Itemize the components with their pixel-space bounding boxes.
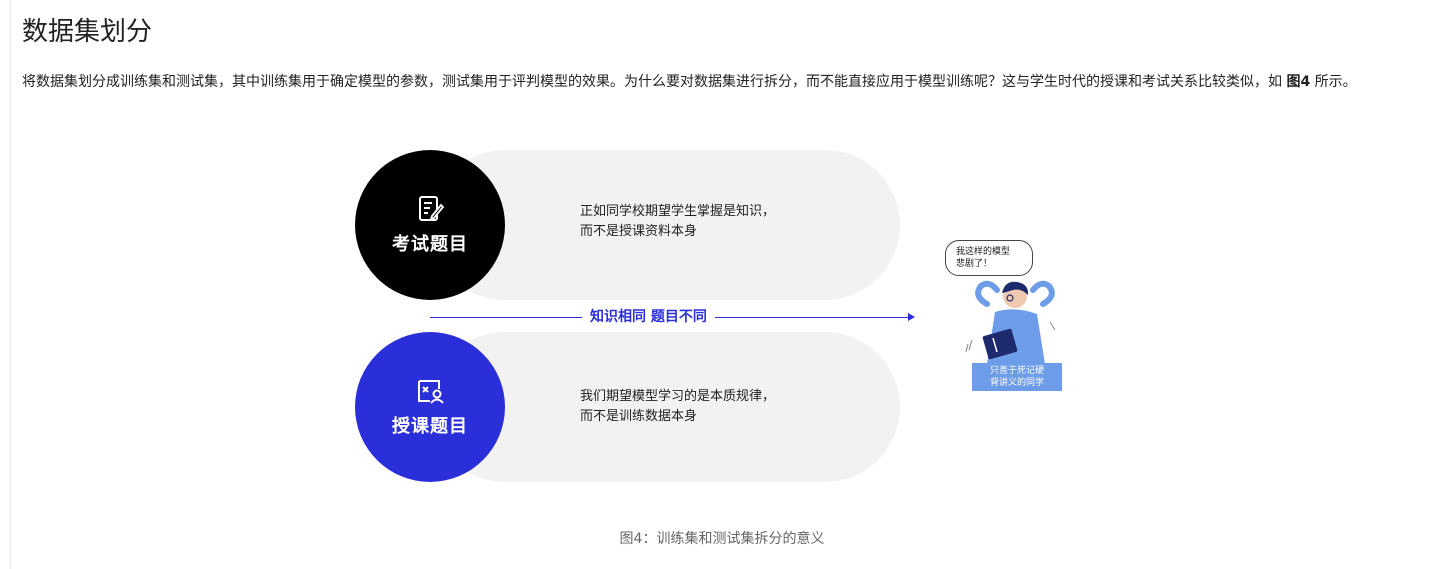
lecture-icon: [418, 380, 444, 404]
intro-paragraph: 将数据集划分成训练集和测试集，其中训练集用于确定模型的参数，测试集用于评判模型的…: [22, 70, 1402, 94]
exam-circle-label: 考试题目: [392, 234, 468, 255]
exam-circle: 考试题目: [355, 150, 505, 300]
desk-label-line1: 只善于死记硬: [989, 366, 1044, 376]
arrow-head-icon: [908, 313, 915, 321]
student-desk: 只善于死记硬 背讲义的同学: [972, 363, 1062, 391]
figure-illustration: 考试题目 授课题目 正如同学校期望学生掌握是知识， 而不是授课资料本身 我们期望…: [350, 145, 1070, 490]
lecture-pill: [430, 332, 900, 482]
exam-description: 正如同学校期望学生掌握是知识， 而不是授课资料本身: [580, 202, 775, 242]
student-illustration: 我这样的模型 悲剧了！ 只善于死记硬 背讲义的同学: [945, 240, 1080, 400]
lecture-circle-label: 授课题目: [392, 416, 468, 437]
lecture-circle: 授课题目: [355, 332, 505, 482]
page-title: 数据集划分: [22, 17, 153, 47]
speech-bubble: 我这样的模型 悲剧了！: [945, 240, 1033, 276]
figure-caption: 图4：训练集和测试集拆分的意义: [619, 531, 825, 547]
intro-text-end: 所示。: [1310, 74, 1357, 90]
left-border: [10, 0, 11, 569]
exam-description-line2: 而不是授课资料本身: [580, 224, 698, 239]
lecture-description: 我们期望模型学习的是本质规律， 而不是训练数据本身: [580, 387, 775, 427]
intro-text: 将数据集划分成训练集和测试集，其中训练集用于确定模型的参数，测试集用于评判模型的…: [22, 74, 1287, 90]
lecture-description-line1: 我们期望模型学习的是本质规律，: [580, 389, 776, 404]
arrow-label: 知识相同 题目不同: [582, 307, 715, 327]
speech-bubble-line2: 悲剧了！: [956, 259, 993, 269]
exam-description-line1: 正如同学校期望学生掌握是知识，: [580, 204, 776, 219]
speech-bubble-line1: 我这样的模型: [956, 247, 1011, 257]
figure-reference: 图4: [1286, 74, 1311, 90]
exam-paper-icon: [419, 196, 445, 221]
lecture-description-line2: 而不是训练数据本身: [580, 409, 698, 424]
exam-pill: [430, 150, 900, 300]
desk-label-line2: 背讲义的同学: [989, 378, 1044, 388]
stressed-student-icon: [965, 280, 1056, 364]
